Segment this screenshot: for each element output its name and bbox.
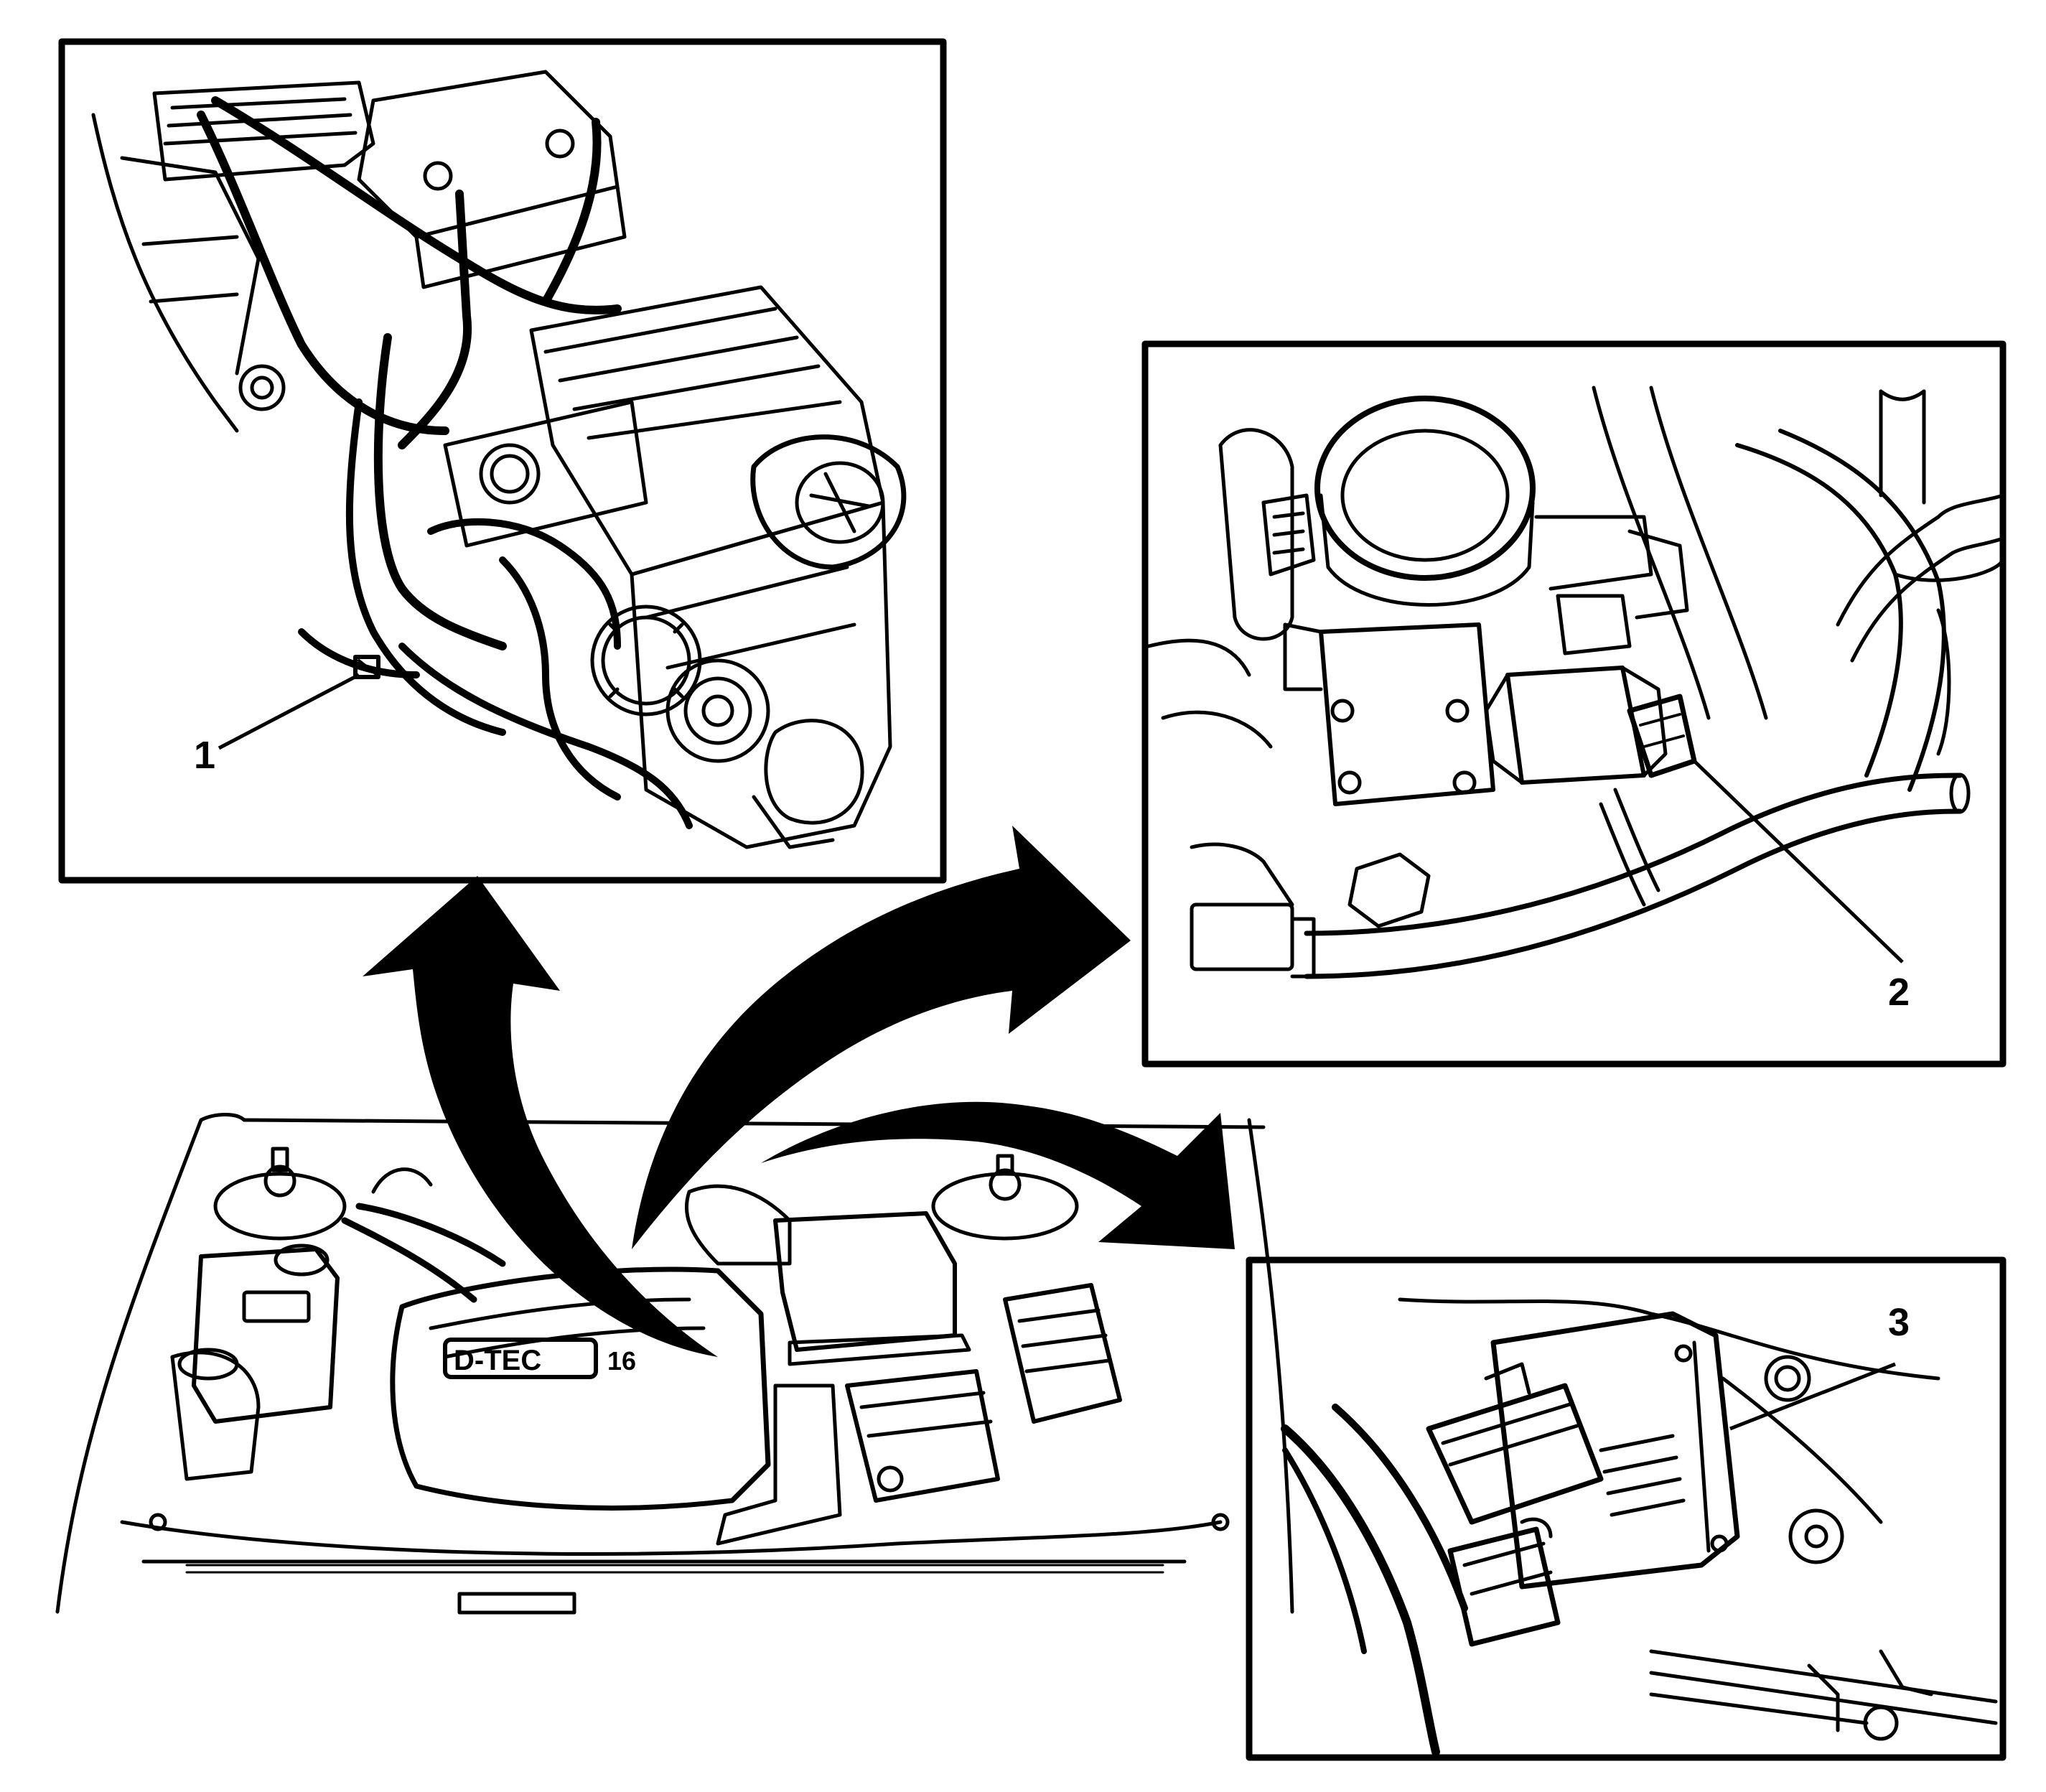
leader-line-1	[218, 673, 360, 750]
throttle-body-inset-frame	[1141, 340, 2007, 1068]
engine-emblem-plate	[443, 1338, 598, 1379]
control-module-inset	[1246, 1256, 2007, 1761]
arrow-to-throttle-inset	[632, 826, 1131, 1249]
arrow-to-module-inset	[761, 1101, 1235, 1249]
arrow-to-engine-inset	[363, 876, 718, 1357]
engine-inset	[58, 38, 947, 884]
engine-cover	[390, 1266, 771, 1511]
leader-line-2	[1693, 760, 1904, 963]
connector-1-icon	[353, 655, 380, 679]
callout-3-label: 3	[1888, 1301, 1910, 1344]
throttle-body-inset	[1141, 340, 2007, 1068]
engine-emblem-suffix: 16	[607, 1346, 636, 1376]
engine-emblem-text: D-TEC	[454, 1345, 541, 1376]
locator-arrows	[363, 826, 1235, 1357]
engine-inset-frame	[58, 38, 947, 884]
callout-1-label: 1	[194, 734, 215, 777]
callout-2-label: 2	[1888, 971, 1910, 1014]
leader-line-3	[1729, 1362, 1896, 1431]
control-module-inset-frame	[1246, 1256, 2007, 1761]
